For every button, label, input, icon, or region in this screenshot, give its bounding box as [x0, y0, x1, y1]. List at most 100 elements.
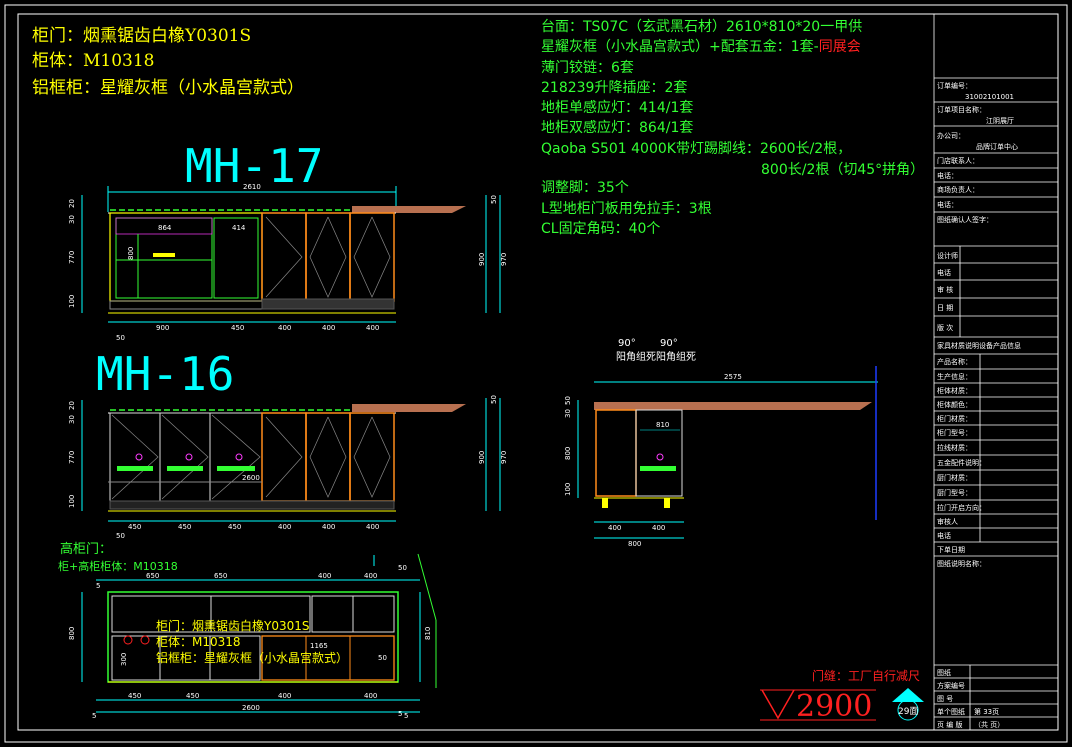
page-arrow-icon[interactable]: [892, 688, 924, 702]
svg-text:50: 50: [116, 532, 125, 540]
svg-text:900: 900: [156, 324, 169, 332]
svg-text:1165: 1165: [310, 642, 328, 650]
svg-text:柜体材质：: 柜体材质：: [937, 386, 972, 395]
svg-text:门店联系人：: 门店联系人：: [937, 156, 979, 165]
svg-text:拉线材质：: 拉线材质：: [937, 443, 972, 452]
spec-hinge: 薄门铰链：6套: [541, 60, 634, 76]
svg-text:450: 450: [178, 523, 191, 531]
svg-text:30: 30: [564, 409, 572, 418]
svg-text:450: 450: [231, 324, 244, 332]
spec-list: 台面：TS07C（玄武黑石材）2610*810*20一甲供 星耀灰框（小水晶宫款…: [541, 18, 924, 237]
svg-text:办公司：: 办公司：: [937, 131, 965, 140]
spec-corner: CL固定角码：40个: [541, 221, 660, 237]
svg-text:阳角组死阳角组死: 阳角组死阳角组死: [616, 350, 696, 363]
svg-text:电话：: 电话：: [937, 171, 958, 180]
svg-text:770: 770: [68, 251, 76, 264]
svg-text:400: 400: [364, 692, 377, 700]
svg-text:电话: 电话: [937, 268, 951, 277]
svg-text:400: 400: [278, 324, 291, 332]
svg-text:设计师: 设计师: [937, 251, 958, 260]
svg-text:400: 400: [318, 572, 331, 580]
gap-note: 门缝：工厂自行减尺: [812, 668, 920, 683]
svg-text:20: 20: [68, 401, 76, 410]
spec-skirting: Qaoba S501 4000K带灯踢脚线：2600长/2根，: [541, 141, 851, 157]
title-block: [933, 13, 1059, 731]
side-view: 90° 90° 阳角组死阳角组死 2575 810 400 400 800 50…: [564, 338, 878, 548]
plan-view: 高柜门： 柜+高柜柜体：M10318 650 650 400 400 50 30…: [58, 541, 437, 720]
svg-text:400: 400: [366, 324, 379, 332]
spec-skirting-2: 800长/2根（切45°拼角）: [761, 162, 924, 178]
svg-text:2600: 2600: [242, 704, 260, 712]
svg-text:400: 400: [364, 572, 377, 580]
mh17-sensor-light: [153, 253, 175, 257]
svg-text:电话：: 电话：: [937, 200, 958, 209]
svg-text:400: 400: [322, 523, 335, 531]
svg-text:900: 900: [478, 253, 486, 266]
svg-text:图 号: 图 号: [937, 695, 953, 703]
svg-text:产品名称：: 产品名称：: [937, 357, 972, 366]
header-body: 柜体：M10318: [32, 51, 155, 71]
svg-text:图纸确认人签字：: 图纸确认人签字：: [937, 215, 993, 224]
svg-text:柜+高柜柜体：M10318: 柜+高柜柜体：M10318: [58, 559, 178, 573]
svg-text:5: 5: [96, 582, 100, 590]
spec-frame-hardware: 星耀灰框（小水晶宫款式）+配套五金：1套-同展会: [541, 39, 861, 55]
mh16-left-cabinets: [109, 412, 263, 502]
svg-text:450: 450: [128, 692, 141, 700]
mh17-top-dim: 2610: [243, 183, 261, 191]
svg-text:50: 50: [116, 334, 125, 342]
svg-text:50: 50: [378, 654, 387, 662]
spec-double-light: 地柜双感应灯：864/1套: [541, 119, 693, 136]
mh17-glass-cabinets: [261, 212, 395, 302]
svg-text:方案编号: 方案编号: [937, 681, 965, 690]
svg-text:100: 100: [68, 495, 76, 508]
svg-text:2600: 2600: [242, 474, 260, 482]
spec-socket: 218239升降插座：2套: [541, 80, 687, 96]
mh17-left-dims: 20 30 770 100: [68, 199, 76, 308]
page-tag: 29面: [898, 706, 918, 717]
svg-text:五金配件说明：: 五金配件说明：: [937, 458, 986, 467]
svg-text:900: 900: [478, 451, 486, 464]
svg-text:970: 970: [500, 451, 508, 464]
svg-text:414: 414: [232, 224, 246, 232]
svg-text:970: 970: [500, 253, 508, 266]
svg-text:审核人: 审核人: [937, 517, 958, 526]
svg-text:2575: 2575: [724, 373, 742, 381]
svg-text:（共 页）: （共 页）: [974, 720, 1004, 729]
header-frame: 铝框柜：星耀灰框（小水晶宫款式）: [32, 78, 304, 98]
mh16-glass-cabinets: [261, 412, 395, 502]
svg-text:90°: 90°: [618, 338, 636, 349]
header-door: 柜门：烟熏锯齿白橡Y0301S: [32, 26, 251, 46]
svg-text:800: 800: [68, 627, 76, 640]
svg-text:下单日期: 下单日期: [937, 545, 965, 554]
svg-text:864: 864: [158, 224, 172, 232]
svg-text:50: 50: [564, 396, 572, 405]
svg-text:铝框柜：星耀灰框（小水晶宫款式）: 铝框柜：星耀灰框（小水晶宫款式）: [156, 650, 348, 665]
svg-text:50: 50: [490, 395, 498, 404]
svg-text:5: 5: [92, 712, 96, 720]
svg-text:400: 400: [366, 523, 379, 531]
svg-text:图纸: 图纸: [937, 668, 951, 677]
svg-text:30: 30: [68, 215, 76, 224]
height-marker: [761, 689, 795, 720]
svg-text:810: 810: [424, 627, 432, 640]
svg-text:300: 300: [120, 653, 128, 666]
mh16-bottom-dims: 450 450 450 400 400 400 50: [116, 523, 379, 540]
svg-text:家具材质说明设备产品信息: 家具材质说明设备产品信息: [937, 341, 1021, 350]
svg-text:高柜门：: 高柜门：: [60, 541, 112, 557]
mh17-countertop-overhang: [352, 206, 466, 213]
svg-text:日 期: 日 期: [937, 304, 953, 312]
svg-text:400: 400: [278, 523, 291, 531]
svg-text:50: 50: [398, 564, 407, 572]
spec-handle: L型地柜门板用免拉手：3根: [541, 201, 712, 217]
svg-text:50: 50: [490, 195, 498, 204]
svg-text:江阴展厅: 江阴展厅: [986, 116, 1014, 125]
svg-text:柜体：M10318: 柜体：M10318: [156, 635, 241, 649]
svg-text:柜门材质：: 柜门材质：: [937, 414, 972, 423]
title-block-text: 订单编号： 31002101001 订单项目名称： 江阴展厅 办公司： 品牌订单…: [937, 81, 1021, 729]
svg-text:450: 450: [128, 523, 141, 531]
svg-text:第 33页: 第 33页: [974, 707, 999, 716]
outer-border: [4, 4, 1068, 743]
svg-text:5: 5: [398, 710, 402, 718]
svg-text:800: 800: [127, 247, 135, 260]
svg-text:650: 650: [146, 572, 159, 580]
